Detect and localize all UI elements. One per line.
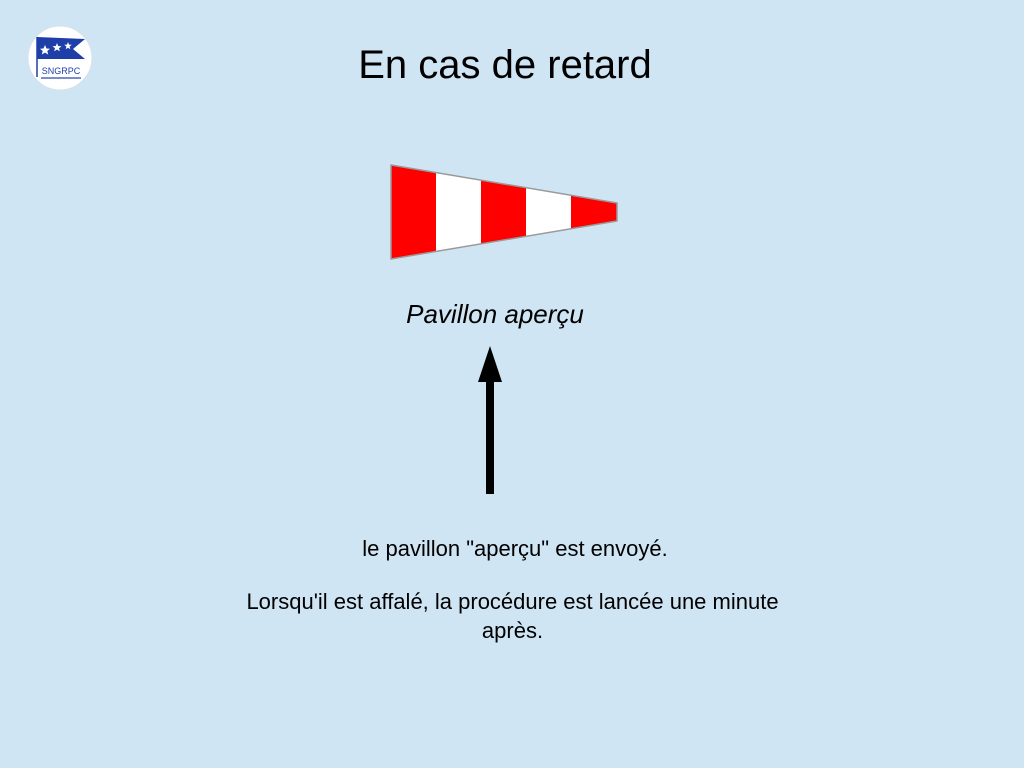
club-burgee-logo-icon: SNGRPC — [27, 25, 93, 91]
pennant-flag-icon — [390, 164, 618, 260]
instruction-text-2: Lorsqu'il est affalé, la procédure est l… — [246, 589, 779, 643]
slide-title: En cas de retard — [358, 43, 652, 87]
instruction-text-1: le pavillon "aperçu" est envoyé. — [362, 536, 668, 561]
logo-text: SNGRPC — [42, 66, 81, 76]
arrow-up-icon — [478, 346, 502, 494]
flag-caption: Pavillon aperçu — [406, 299, 584, 329]
